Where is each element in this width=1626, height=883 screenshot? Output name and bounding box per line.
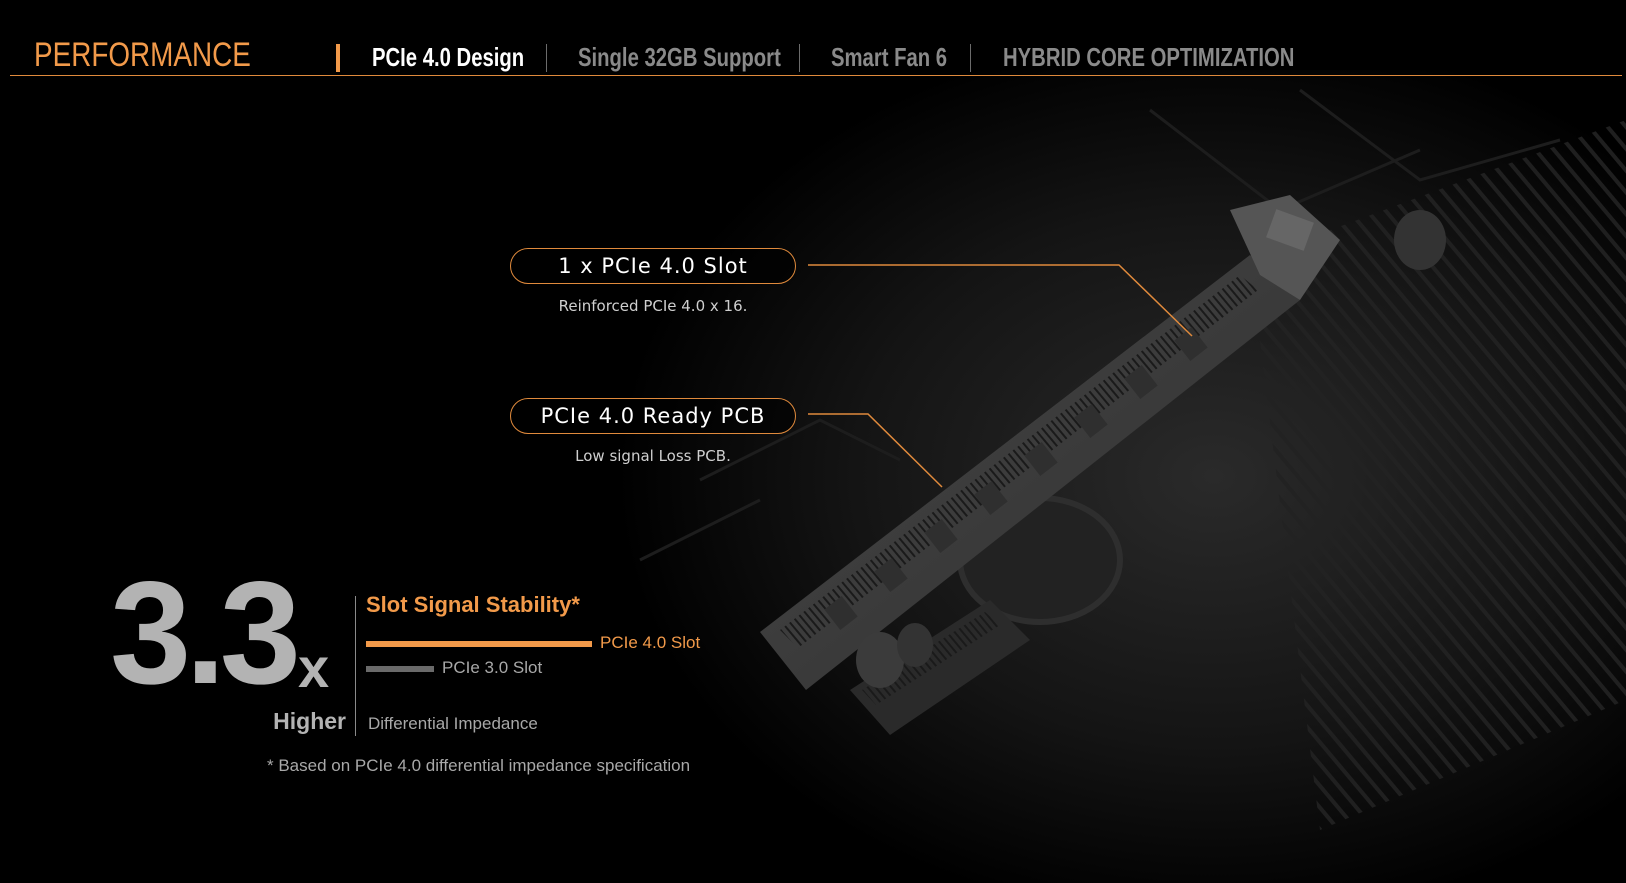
active-tab-indicator <box>336 44 340 72</box>
tab-separator <box>546 44 547 72</box>
callout-pcie-slot-title: 1 x PCIe 4.0 Slot <box>510 248 796 284</box>
callout-pcb-title: PCIe 4.0 Ready PCB <box>510 398 796 434</box>
top-navigation: PERFORMANCE PCIe 4.0 Design Single 32GB … <box>10 30 1622 76</box>
tab-single-32gb-support[interactable]: Single 32GB Support <box>578 42 781 72</box>
tab-separator <box>970 44 971 72</box>
stat-caption: Higher <box>273 708 346 734</box>
stat-subtitle: Differential Impedance <box>368 714 538 733</box>
callout-pcie-slot-subtitle: Reinforced PCIe 4.0 x 16. <box>558 297 748 315</box>
callout-pcb-subtitle: Low signal Loss PCB. <box>575 447 731 465</box>
footnote: * Based on PCIe 4.0 differential impedan… <box>267 756 691 775</box>
tab-hybrid-core-optimization[interactable]: HYBRID CORE OPTIMIZATION <box>1003 42 1295 72</box>
stat-suffix: x <box>298 636 330 699</box>
tab-pcie-4-design[interactable]: PCIe 4.0 Design <box>372 42 525 72</box>
stat-divider <box>355 596 356 736</box>
stat-value: 3.3 <box>110 551 301 714</box>
tab-separator <box>799 44 800 72</box>
comparison-bar-label-pcie4: PCIe 4.0 Slot <box>600 633 701 652</box>
tab-smart-fan-6[interactable]: Smart Fan 6 <box>831 42 948 72</box>
section-title: PERFORMANCE <box>34 36 251 74</box>
comparison-bar-label-pcie3: PCIe 3.0 Slot <box>442 658 543 677</box>
stat-title: Slot Signal Stability* <box>366 592 580 617</box>
comparison-bar-pcie3 <box>366 666 434 672</box>
comparison-bar-pcie4 <box>366 641 592 647</box>
